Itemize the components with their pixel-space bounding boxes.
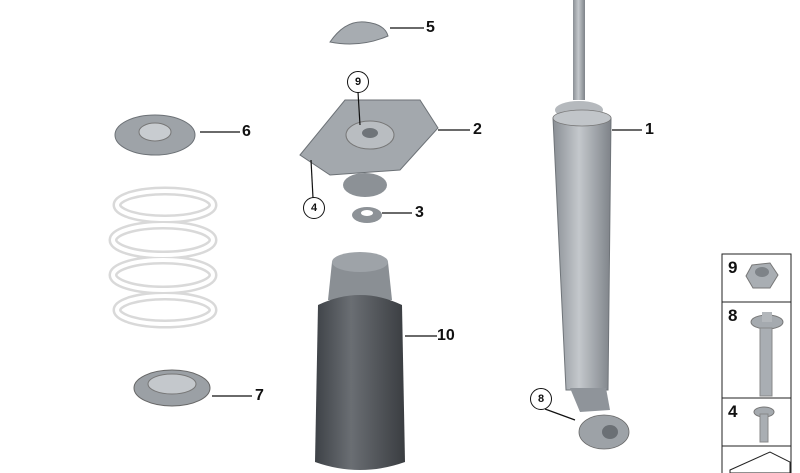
hex-nut-icon: [745, 262, 779, 289]
top-mount[interactable]: [299, 99, 439, 197]
legend-frame: [721, 253, 792, 473]
callout-4: 4: [303, 197, 325, 219]
callout-1: 1: [645, 121, 654, 138]
callout-7: 7: [255, 387, 264, 404]
bump-stop-boot[interactable]: [315, 252, 405, 470]
long-bolt-icon: [750, 312, 784, 397]
callout-6: 6: [242, 123, 251, 140]
short-bolt-icon: [753, 406, 775, 443]
shock-absorber[interactable]: [552, 0, 630, 450]
callout-2: 2: [473, 121, 482, 138]
callout-3: 3: [415, 204, 424, 221]
coil-spring[interactable]: [108, 186, 218, 329]
paper-sheet-icon: [729, 451, 791, 473]
washer[interactable]: [352, 207, 382, 223]
upper-spring-pad[interactable]: [114, 114, 196, 156]
legend-number-8: 8: [728, 306, 738, 325]
callout-9: 9: [347, 71, 369, 93]
legend-number-9: 9: [728, 258, 738, 277]
protective-cap[interactable]: [329, 21, 389, 45]
callout-8: 8: [530, 388, 552, 410]
callout-10: 10: [437, 327, 455, 344]
legend-number-4: 4: [728, 402, 738, 421]
callout-5: 5: [426, 19, 435, 36]
lower-spring-pad[interactable]: [133, 369, 211, 407]
leader-lines: [200, 27, 642, 421]
